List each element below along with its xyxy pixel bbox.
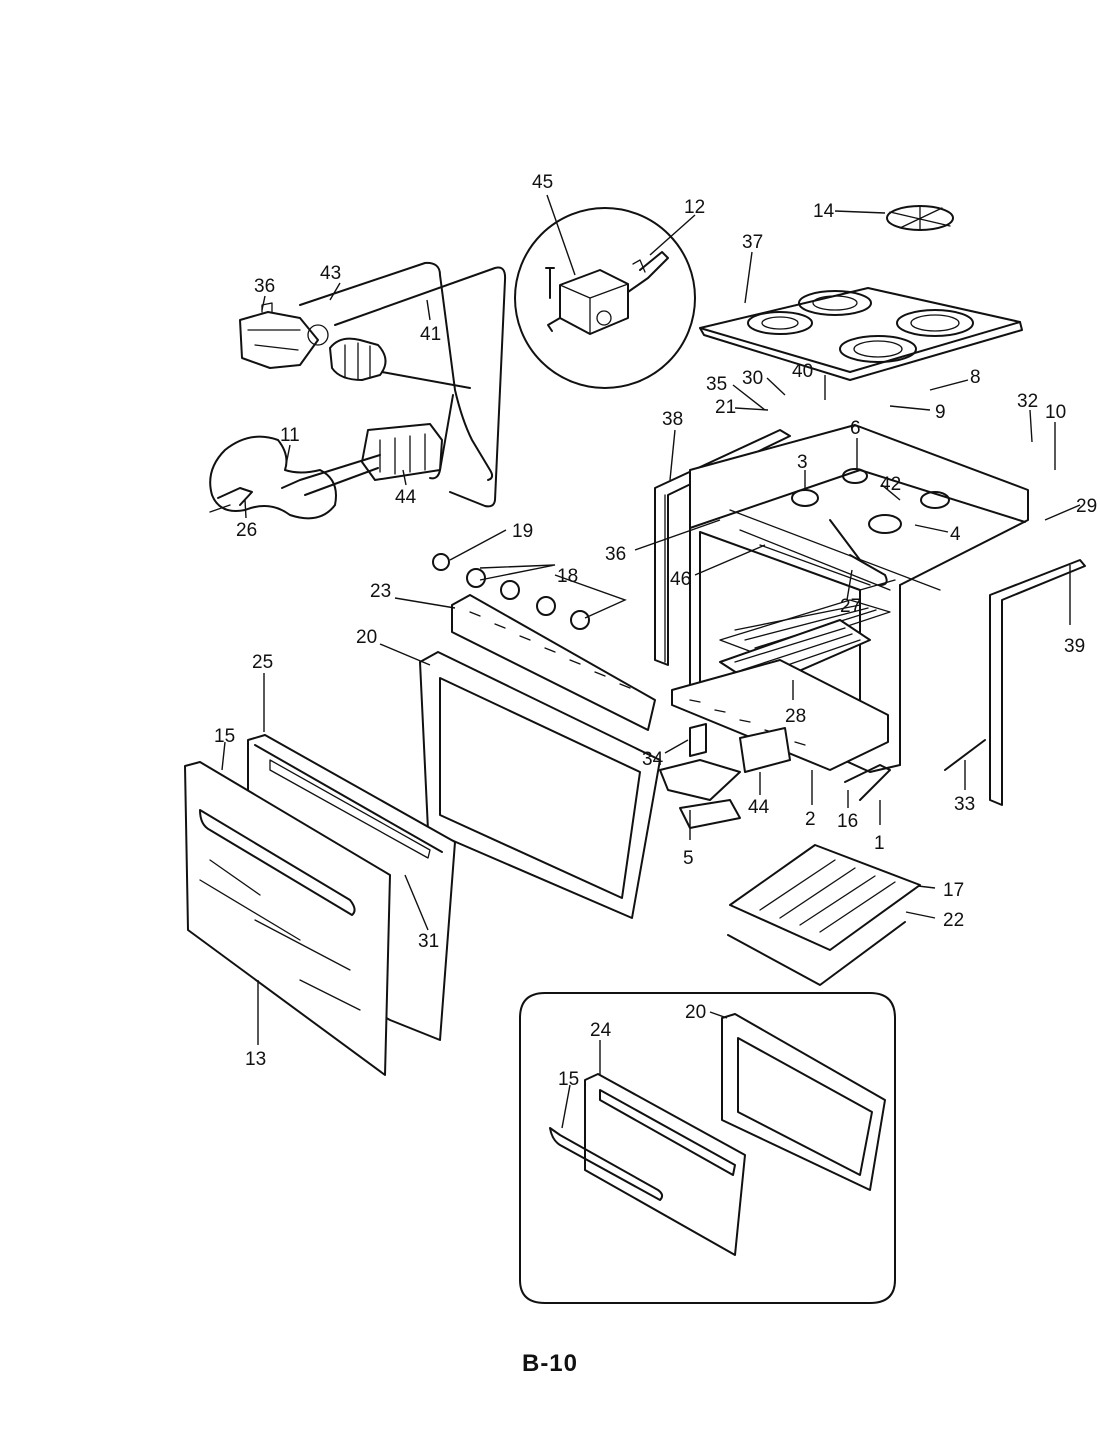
callout-18: 18 <box>557 566 578 587</box>
callout-19: 19 <box>512 521 533 542</box>
callout-30: 30 <box>742 368 763 389</box>
callout-13: 13 <box>245 1049 266 1070</box>
callout-41: 41 <box>420 324 441 345</box>
callout-24: 24 <box>590 1020 612 1041</box>
callout-36-top: 36 <box>254 276 275 297</box>
callout-14: 14 <box>813 201 835 222</box>
part-number-callouts: 45 12 14 37 43 36 41 11 44 26 35 30 40 8… <box>214 172 1097 1090</box>
callout-16: 16 <box>837 811 858 832</box>
callout-23: 23 <box>370 581 391 602</box>
callout-37: 37 <box>742 232 763 253</box>
alternate-door-inset <box>519 992 896 1304</box>
callout-28: 28 <box>785 706 806 727</box>
gas-tubing-assembly <box>209 261 507 520</box>
callout-21: 21 <box>715 397 736 418</box>
callout-12: 12 <box>684 197 705 218</box>
callout-44-top: 44 <box>395 487 417 508</box>
callout-26: 26 <box>236 520 257 541</box>
callout-6: 6 <box>850 418 861 439</box>
callout-43: 43 <box>320 263 341 284</box>
callout-39: 39 <box>1064 636 1085 657</box>
callout-8: 8 <box>970 367 981 388</box>
callout-46: 46 <box>670 569 691 590</box>
callout-2: 2 <box>805 809 816 830</box>
page-code-label: B-10 <box>521 1350 579 1377</box>
oven-body <box>184 424 1086 1076</box>
callout-38: 38 <box>662 409 683 430</box>
callout-15-inset: 15 <box>558 1069 579 1090</box>
callout-33: 33 <box>954 794 975 815</box>
callout-31: 31 <box>418 931 439 952</box>
callout-35: 35 <box>706 374 727 395</box>
cooktop <box>699 287 1023 381</box>
callout-10: 10 <box>1045 402 1066 423</box>
leader-lines <box>221 194 1081 1129</box>
callout-42: 42 <box>880 474 901 495</box>
callout-29: 29 <box>1076 496 1097 517</box>
callout-4: 4 <box>950 524 961 545</box>
callout-11: 11 <box>280 425 300 446</box>
callout-20-inset: 20 <box>685 1002 706 1023</box>
callout-40: 40 <box>792 361 813 382</box>
callout-17: 17 <box>943 880 964 901</box>
callout-34: 34 <box>642 749 664 770</box>
callout-9: 9 <box>935 402 946 423</box>
callout-32: 32 <box>1017 391 1038 412</box>
callout-15-main: 15 <box>214 726 235 747</box>
surface-grate <box>886 205 954 231</box>
callout-22: 22 <box>943 910 964 931</box>
callout-25: 25 <box>252 652 273 673</box>
valve-detail-circle <box>514 207 696 389</box>
callout-36-mid: 36 <box>605 544 626 565</box>
callout-44-lower: 44 <box>748 797 770 818</box>
callout-3: 3 <box>797 452 808 473</box>
callout-45: 45 <box>532 172 553 193</box>
callout-20-main: 20 <box>356 627 377 648</box>
callout-1: 1 <box>874 833 885 854</box>
callout-27: 27 <box>840 596 861 617</box>
callout-5: 5 <box>683 848 694 869</box>
